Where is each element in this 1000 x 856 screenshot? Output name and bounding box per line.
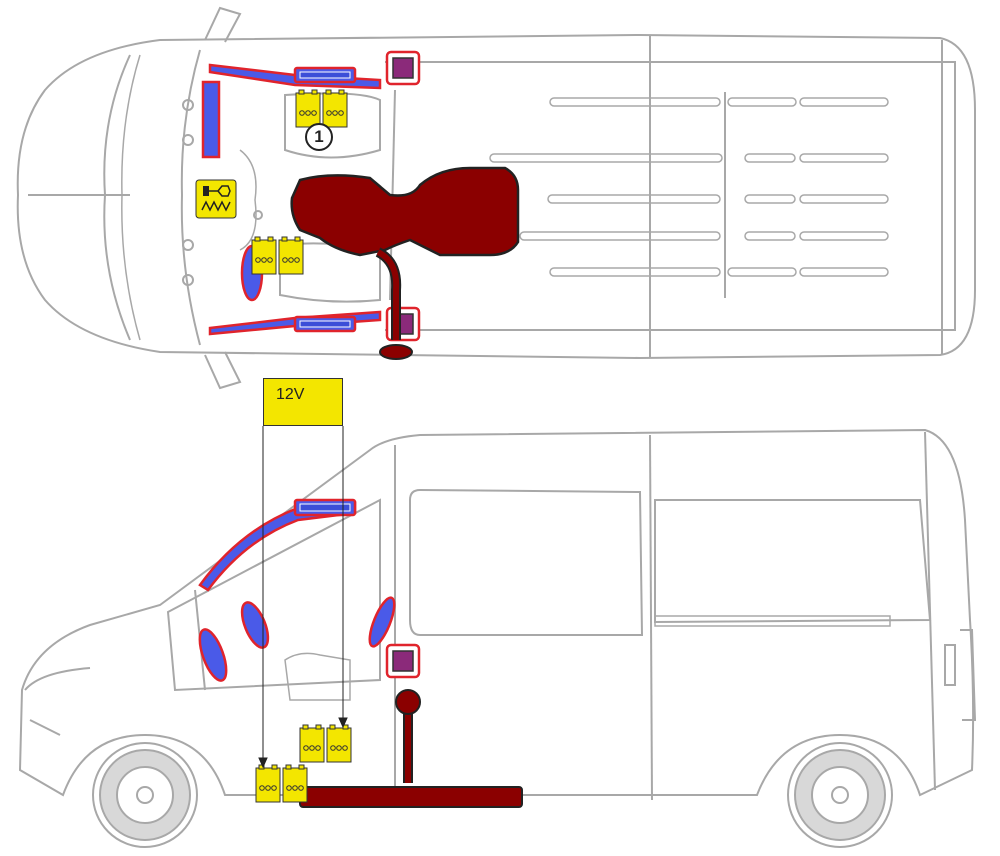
- battery-icon: [251, 236, 304, 275]
- airbag-driver-dash: [201, 80, 221, 159]
- airbag-curtain-left-top: [208, 63, 382, 90]
- battery-icon: [299, 724, 352, 763]
- voltage-label: 12V: [263, 378, 343, 426]
- callout-number: 1: [305, 123, 333, 151]
- airbag-curtain-side: [198, 498, 357, 592]
- airbag-curtain-right-top: [208, 310, 382, 336]
- tire-icon: [794, 749, 886, 841]
- crash-sensor-icon: [385, 50, 421, 86]
- fuel-tank-icon: [290, 166, 520, 360]
- heater-element-icon: [195, 179, 237, 219]
- airbag-rear-side: [368, 596, 396, 648]
- battery-icon: [255, 764, 308, 803]
- airbag-driver-side: [198, 628, 228, 682]
- airbag-seat-side: [240, 601, 270, 649]
- van-side-view: [18, 428, 977, 848]
- tire-icon: [99, 749, 191, 841]
- battery-icon: [295, 89, 348, 128]
- leader-lines: [258, 426, 348, 769]
- crash-sensor-icon: [385, 643, 421, 679]
